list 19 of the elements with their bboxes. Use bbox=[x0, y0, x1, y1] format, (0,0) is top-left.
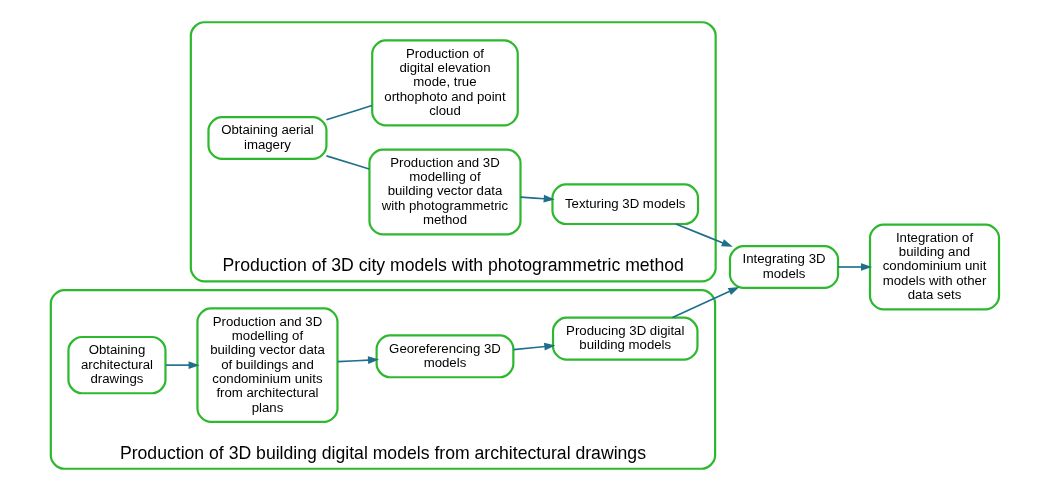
node-box: Production and 3D modelling of building vector data of buildings and condominium units from architectural plans bbox=[195, 306, 339, 423]
node-box: Obtaining architectural drawings bbox=[66, 335, 167, 394]
connector bbox=[325, 154, 370, 170]
node-box: Georeferencing 3D models bbox=[375, 333, 514, 378]
arrow bbox=[336, 355, 379, 364]
node-box: Integration of building and condominium unit models with other data sets bbox=[868, 222, 1000, 311]
connector bbox=[325, 104, 373, 121]
arrow bbox=[512, 342, 555, 350]
node-box: Obtaining aerial imagery bbox=[206, 115, 328, 160]
arrow bbox=[671, 286, 739, 318]
arrow bbox=[836, 262, 872, 271]
arrow bbox=[674, 222, 733, 247]
node-box: Producing 3D digital building models bbox=[551, 316, 699, 361]
node-box: Texturing 3D models bbox=[550, 182, 699, 225]
node-box: Production of digital elevation mode, true orthophoto and point cloud bbox=[370, 38, 519, 126]
node-box: Production and 3D modelling of building vector data with photogrammetric method bbox=[367, 147, 522, 236]
node-box: Integrating 3D models bbox=[728, 244, 839, 289]
arrow bbox=[164, 360, 200, 369]
arrow bbox=[519, 194, 555, 203]
